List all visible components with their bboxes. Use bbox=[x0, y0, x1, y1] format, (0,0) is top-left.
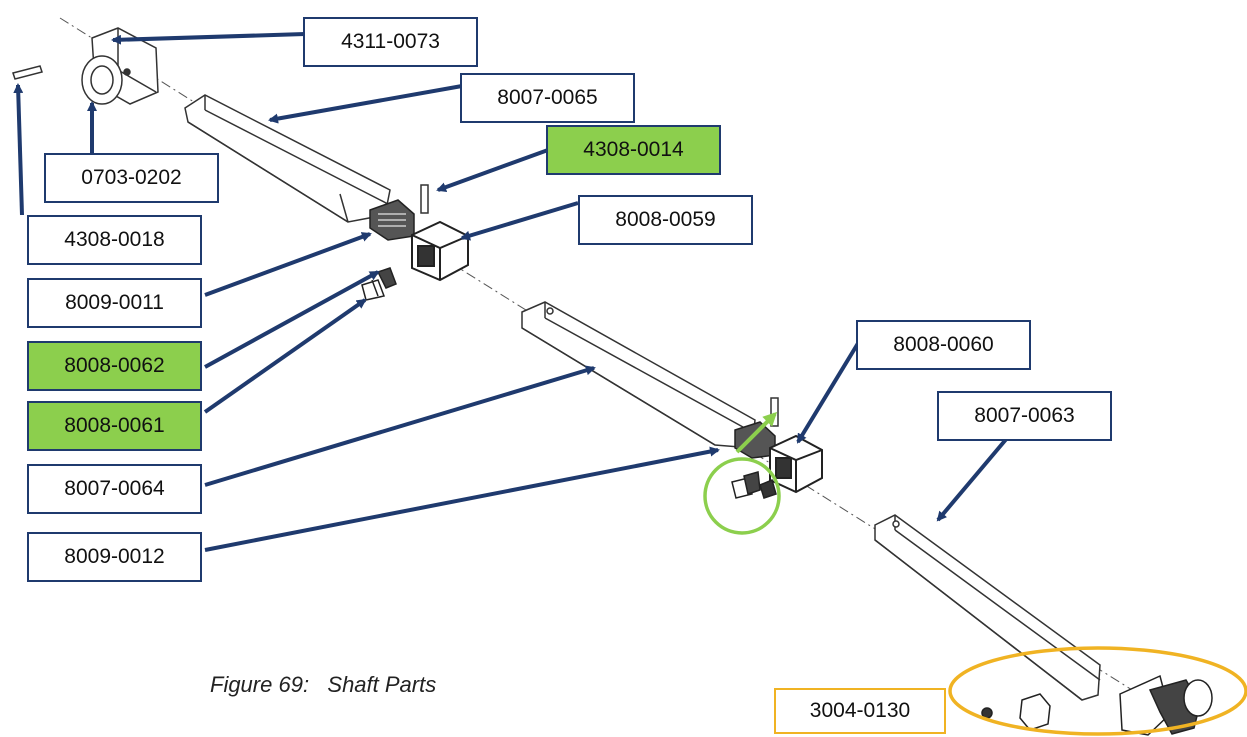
arrow-8007-0063 bbox=[936, 435, 1010, 522]
yellow-highlight-ellipse bbox=[948, 646, 1247, 736]
arrow-4308-0018 bbox=[13, 83, 24, 216]
pin-4308-0014 bbox=[420, 184, 429, 214]
green-arrow bbox=[735, 411, 778, 454]
shaft-8007-0063 bbox=[874, 514, 1101, 701]
label-3004-0130: 3004-0130 bbox=[774, 688, 946, 734]
label-0703-0202: 0703-0202 bbox=[44, 153, 219, 203]
pin-part-left bbox=[12, 65, 43, 80]
label-8008-0059: 8008-0059 bbox=[578, 195, 753, 245]
collar-8008-0059 bbox=[411, 220, 469, 282]
green-highlight-circle bbox=[703, 457, 781, 535]
label-4311-0073: 4311-0073 bbox=[303, 17, 478, 67]
label-8007-0064: 8007-0064 bbox=[27, 464, 202, 514]
pin-near-8008-0060 bbox=[770, 397, 779, 427]
shaft-8007-0064 bbox=[521, 301, 756, 449]
label-8007-0063: 8007-0063 bbox=[937, 391, 1112, 441]
arrow-8007-0065 bbox=[268, 84, 463, 124]
figure-caption: Figure 69: Shaft Parts bbox=[210, 672, 437, 697]
arrow-8007-0064 bbox=[204, 365, 596, 487]
arrow-8009-0011 bbox=[204, 232, 372, 297]
label-4308-0018: 4308-0018 bbox=[27, 215, 202, 265]
arrow-8008-0061 bbox=[203, 298, 367, 414]
end-assembly-3004-0130 bbox=[981, 674, 1213, 736]
arrow-4308-0014 bbox=[436, 148, 549, 192]
arrow-8009-0012 bbox=[204, 446, 720, 552]
label-8008-0060: 8008-0060 bbox=[856, 320, 1031, 370]
collar-8008-0060 bbox=[769, 434, 823, 494]
button-8008-0061 bbox=[361, 279, 386, 301]
label-4308-0014: 4308-0014 bbox=[546, 125, 721, 175]
arrow-8008-0060 bbox=[796, 338, 862, 444]
end-cap-part bbox=[81, 27, 159, 105]
arrow-4311-0073 bbox=[111, 32, 306, 45]
label-8007-0065: 8007-0065 bbox=[460, 73, 635, 123]
green-highlighted-parts bbox=[731, 471, 777, 499]
label-8009-0012: 8009-0012 bbox=[27, 532, 202, 582]
clip-8008-0062 bbox=[376, 267, 397, 289]
leader-arrows bbox=[13, 32, 1010, 552]
label-8008-0062: 8008-0062 bbox=[27, 341, 202, 391]
arrow-8008-0062 bbox=[204, 270, 380, 369]
label-8008-0061: 8008-0061 bbox=[27, 401, 202, 451]
arrow-8008-0059 bbox=[460, 201, 579, 241]
label-8009-0011: 8009-0011 bbox=[27, 278, 202, 328]
